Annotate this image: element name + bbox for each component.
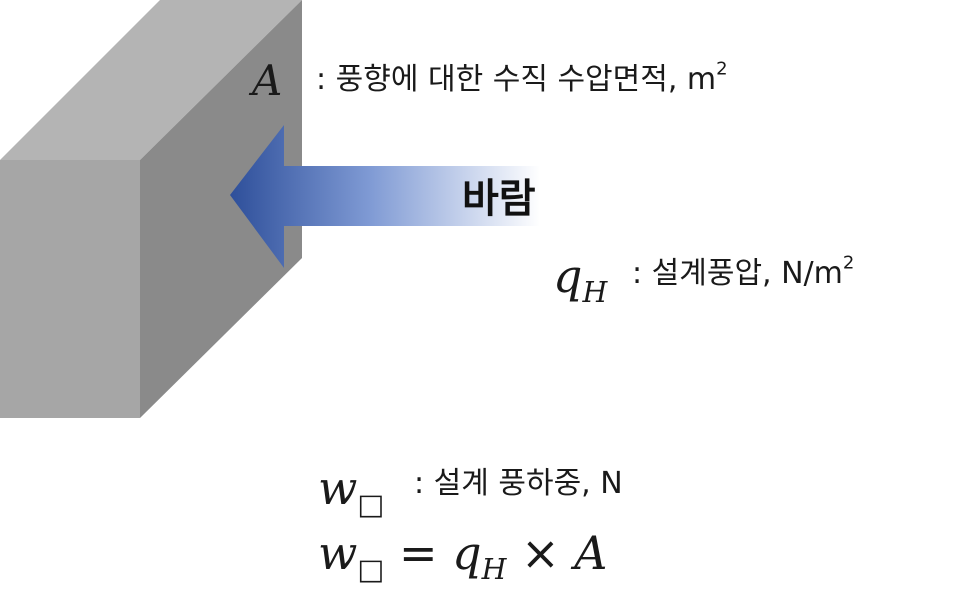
pressure-symbol-sub: H	[582, 275, 608, 309]
wind-arrow	[230, 125, 540, 268]
pressure-unit-exponent: 2	[842, 252, 855, 274]
pressure-description-text: : 설계풍압, N/m	[632, 256, 843, 291]
load-description: : 설계 풍하중, N	[414, 466, 623, 501]
pressure-description: : 설계풍압, N/m2	[632, 252, 854, 296]
block-front-face	[0, 160, 140, 418]
formula-lhs-sub: □	[357, 552, 385, 586]
block-side-face	[140, 0, 302, 418]
area-symbol: A	[252, 56, 283, 105]
block-top-face	[0, 0, 302, 160]
block-illustration	[0, 0, 540, 418]
area-description-text: : 풍향에 대한 수직 수압면적, m	[316, 62, 717, 97]
pressure-symbol-q: q	[553, 249, 583, 303]
area-unit-exponent: 2	[716, 58, 728, 80]
formula-q-sub: H	[481, 552, 507, 586]
wind-load-formula: w□ = qH × A	[318, 525, 607, 598]
load-symbol-sub: □	[357, 487, 385, 521]
formula-q: q	[452, 526, 482, 580]
load-symbol: w□	[318, 460, 384, 533]
formula-equals: =	[398, 526, 438, 580]
load-symbol-w: w	[318, 461, 358, 515]
formula-lhs: w	[318, 526, 358, 580]
formula-times: ×	[521, 526, 560, 580]
wind-label: 바람	[462, 176, 536, 222]
pressure-symbol: qH	[553, 248, 607, 321]
formula-a: A	[574, 526, 608, 580]
area-description: : 풍향에 대한 수직 수압면적, m2	[316, 58, 728, 102]
